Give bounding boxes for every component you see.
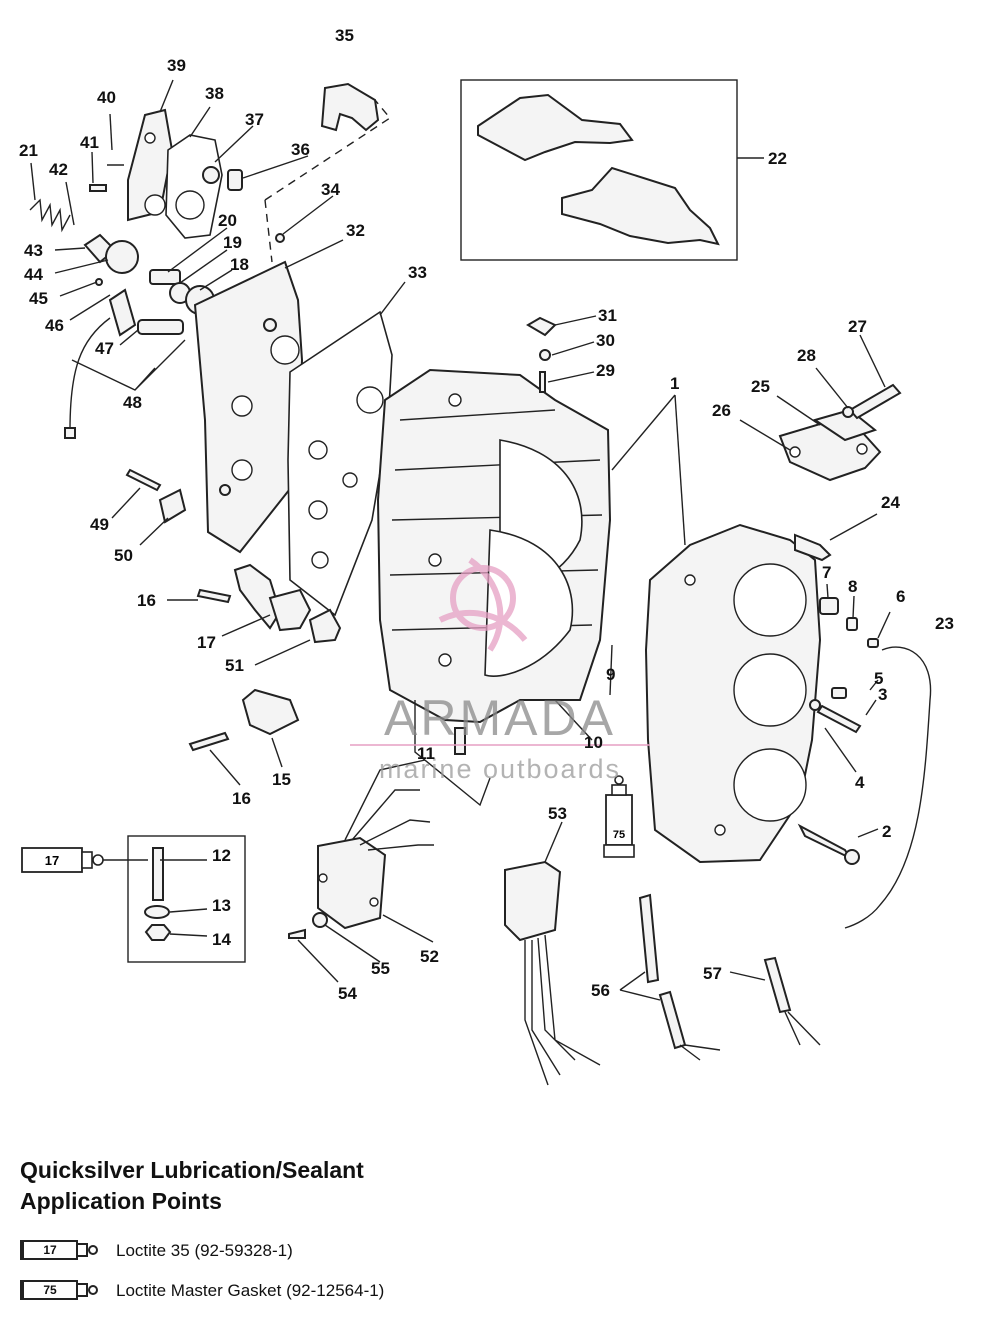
- part-label: 24: [881, 493, 900, 512]
- part-label: 38: [205, 84, 224, 103]
- part-label: 49: [90, 515, 109, 534]
- part-label: 42: [49, 160, 68, 179]
- tube-code: 17: [20, 1240, 78, 1260]
- part-label: 30: [596, 331, 615, 350]
- part-label: 8: [848, 577, 857, 596]
- fuel-line: [844, 646, 932, 929]
- part-label: 19: [223, 233, 242, 252]
- part-label: 16: [137, 591, 156, 610]
- part-label: 44: [24, 265, 43, 284]
- legend-item: 75 Loctite Master Gasket (92-12564-1): [20, 1271, 780, 1311]
- part-label: 21: [19, 141, 38, 160]
- part-label: 23: [935, 614, 954, 633]
- top-cover-parts: [29, 82, 380, 286]
- part-label: 43: [24, 241, 43, 260]
- part-label: 56: [591, 981, 610, 1000]
- sealant-tube-17: 17: [21, 847, 148, 873]
- part-label: 32: [346, 221, 365, 240]
- thermostat-parts: [64, 269, 215, 439]
- part-label: 40: [97, 88, 116, 107]
- part-label: 34: [321, 180, 340, 199]
- leader-lines: [30, 79, 891, 1001]
- part-label: 4: [855, 773, 865, 792]
- baffle-inset: [460, 79, 764, 261]
- part-label: 17: [197, 633, 216, 652]
- part-label: 13: [212, 896, 231, 915]
- legend-item-text: Loctite Master Gasket (92-12564-1): [116, 1281, 385, 1300]
- part-label: 9: [606, 665, 615, 684]
- small-cover: [778, 408, 882, 482]
- legend-title-line-2: Application Points: [20, 1188, 222, 1214]
- part-label: 22: [768, 149, 787, 168]
- part-label: 11: [417, 744, 435, 763]
- watermark-brand: ARMADA: [384, 690, 616, 746]
- part-label: 16: [232, 789, 251, 808]
- exhaust-cover-plate: [193, 260, 304, 554]
- part-number-labels: 1 2 3 4 5 6 7 8 9 10 11 12 13 14 15 16 1…: [19, 26, 954, 1003]
- connectors-56-57: [638, 893, 821, 1061]
- watermark: ARMADA marine outboards: [350, 557, 650, 784]
- cylinder-block: [376, 368, 612, 724]
- legend-title-line-1: Quicksilver Lubrication/Sealant: [20, 1157, 364, 1183]
- part-label: 25: [751, 377, 770, 396]
- sealant-tube-icon: 17: [20, 1240, 98, 1262]
- legend-item-text: Loctite 35 (92-59328-1): [116, 1241, 293, 1260]
- part-label: 18: [230, 255, 249, 274]
- part-label: 37: [245, 110, 264, 129]
- part-label: 29: [596, 361, 615, 380]
- part-label: 52: [420, 947, 439, 966]
- part-label: 20: [218, 211, 237, 230]
- stud-inset-box: [127, 835, 246, 963]
- part-label: 10: [584, 733, 603, 752]
- part-label: 48: [123, 393, 142, 412]
- routing-line-b: [264, 199, 273, 263]
- part-label: 36: [291, 140, 310, 159]
- part-label: 27: [848, 317, 867, 336]
- switch-box-52: [317, 759, 434, 930]
- part-label: 51: [225, 656, 244, 675]
- part-label: 33: [408, 263, 427, 282]
- part-label: 26: [712, 401, 731, 420]
- part-label: 35: [335, 26, 354, 45]
- watermark-tagline: marine outboards: [379, 754, 621, 784]
- part-label: 54: [338, 984, 357, 1003]
- sealant-tube-75: 75: [603, 775, 635, 858]
- part-label: 50: [114, 546, 133, 565]
- part-label: 55: [371, 959, 390, 978]
- part-label: 57: [703, 964, 722, 983]
- part-label: 39: [167, 56, 186, 75]
- legend-title: Quicksilver Lubrication/Sealant Applicat…: [20, 1155, 780, 1217]
- legend-item: 17 Loctite 35 (92-59328-1): [20, 1231, 780, 1271]
- part-label: 15: [272, 770, 291, 789]
- part-label: 47: [95, 339, 114, 358]
- part-label: 46: [45, 316, 64, 335]
- part-label: 5: [874, 669, 883, 688]
- part-label: 45: [29, 289, 48, 308]
- exhaust-gasket: [287, 310, 393, 617]
- part-label: 41: [80, 133, 99, 152]
- part-label: 31: [598, 306, 617, 325]
- part-label: 2: [882, 822, 891, 841]
- exploded-parts-diagram: 17 75: [19, 26, 954, 1086]
- part-label: 3: [878, 685, 887, 704]
- tube-code: 75: [20, 1280, 78, 1300]
- crankcase-half: [644, 523, 822, 864]
- part-label: 6: [896, 587, 905, 606]
- sealant-tube-icon: 75: [20, 1280, 98, 1302]
- part-label: 53: [548, 804, 567, 823]
- sealant-legend: Quicksilver Lubrication/Sealant Applicat…: [20, 1155, 780, 1311]
- part-label: 12: [212, 846, 231, 865]
- part-label: 28: [797, 346, 816, 365]
- fasteners: [125, 316, 902, 941]
- part-label: 7: [822, 563, 831, 582]
- part-label: 1: [670, 374, 679, 393]
- regulator-53: [504, 860, 601, 1086]
- routing-line-a: [264, 99, 392, 201]
- tube-75-code: 75: [613, 829, 625, 841]
- tube-17-code: 17: [45, 853, 59, 868]
- part-label: 14: [212, 930, 231, 949]
- brackets: [233, 563, 342, 736]
- fastener-11-box: [414, 700, 491, 807]
